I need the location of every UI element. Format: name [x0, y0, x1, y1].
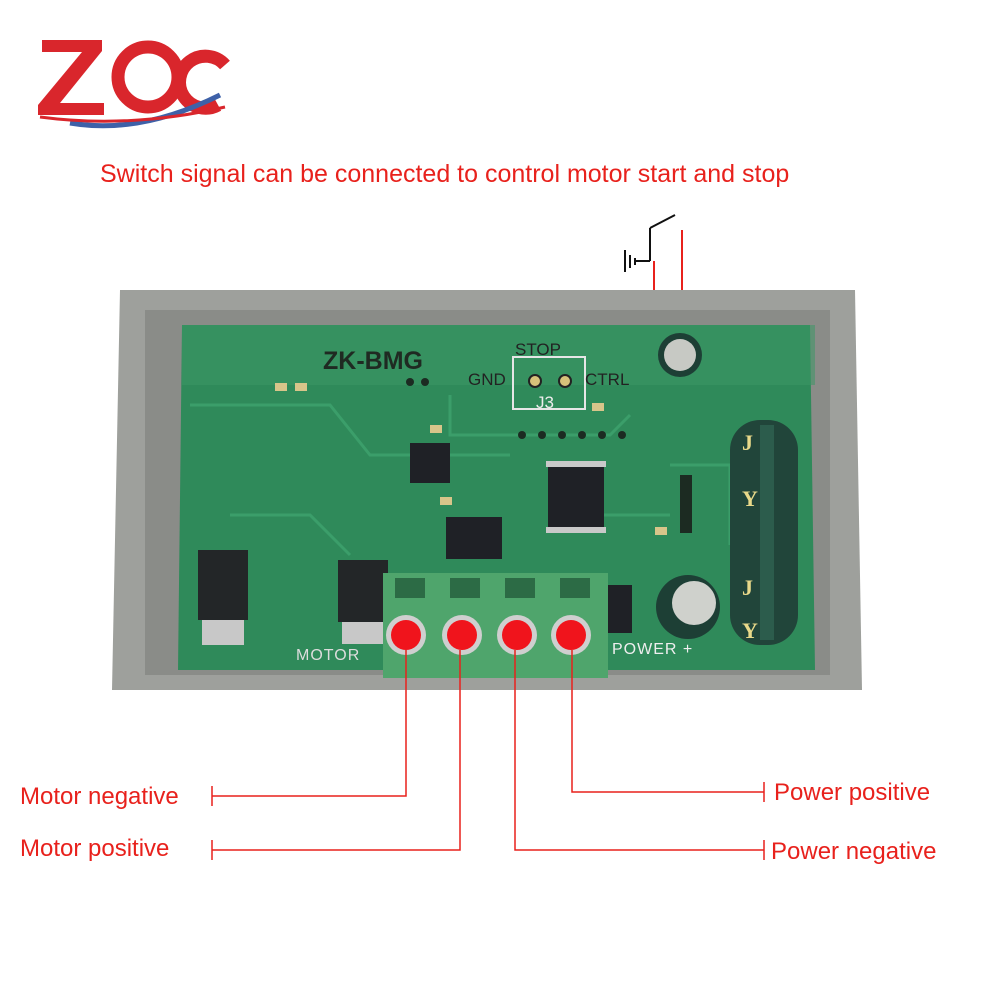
- power-silkscreen-label: POWER +: [612, 641, 694, 658]
- j3-pad-2: [558, 374, 572, 388]
- leader-motor-positive: [212, 650, 461, 851]
- logo-swoosh-red: [39, 105, 226, 123]
- headline-text: Switch signal can be connected to contro…: [100, 160, 790, 188]
- capacitor-mark-2: Y: [742, 486, 758, 511]
- terminal-red-markers: [391, 620, 586, 650]
- pcb-highlight: [182, 325, 815, 385]
- ic-main-chip-pins: [546, 461, 606, 533]
- ctrl-label: CTRL: [585, 370, 630, 389]
- gnd-label: GND: [468, 370, 506, 389]
- pin-header: [680, 475, 692, 533]
- leader-power-positive: [571, 650, 764, 793]
- pcb: [178, 325, 815, 670]
- label-motor-negative: Motor negative: [20, 783, 179, 810]
- module-board: [112, 290, 862, 690]
- ic-small-chip: [410, 443, 450, 483]
- j3-jumper-box: [512, 356, 586, 410]
- jumper-label: J3: [536, 393, 554, 412]
- capacitor-mark-4: Y: [742, 618, 758, 643]
- logo-z-letter: [38, 40, 104, 115]
- capacitor-top-small-cap: [664, 339, 696, 371]
- motor-silkscreen-label: MOTOR: [296, 647, 361, 664]
- mosfet-left-tab: [202, 620, 244, 645]
- j3-pad-1: [528, 374, 542, 388]
- leader-power-negative: [514, 650, 764, 851]
- mosfet-right-tab: [342, 622, 384, 644]
- regulator-chip: [446, 517, 502, 559]
- logo-swoosh-blue: [69, 92, 222, 129]
- label-power-positive: Power positive: [774, 779, 931, 806]
- logo-c-letter: [173, 49, 230, 115]
- board-model-label: ZK-BMG: [323, 347, 423, 375]
- capacitor-mark-3: J: [742, 575, 753, 600]
- ic-main-chip: [548, 467, 604, 527]
- diode: [608, 585, 632, 633]
- zqc-logo: [38, 40, 230, 129]
- capacitor-mid-cap: [672, 581, 716, 625]
- label-power-negative: Power negative: [771, 838, 937, 865]
- via-row: [406, 378, 626, 439]
- capacitor-mark-1: J: [742, 430, 753, 455]
- mosfet-right: [338, 560, 388, 622]
- leader-motor-negative: [212, 650, 407, 797]
- terminal-block-slots: [395, 578, 590, 598]
- label-motor-positive: Motor positive: [20, 835, 170, 862]
- capacitor-large-stripe: [760, 425, 774, 640]
- smd-components: [275, 383, 667, 535]
- mosfet-left: [198, 550, 248, 620]
- stop-label: STOP: [515, 340, 561, 359]
